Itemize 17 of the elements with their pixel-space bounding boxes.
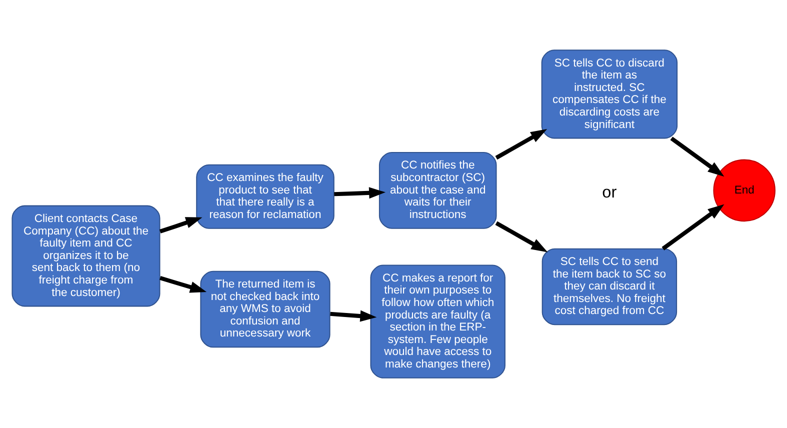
node-circle: End [713, 159, 776, 222]
arrow [670, 136, 724, 177]
arrow [330, 310, 377, 322]
arrow [495, 221, 548, 252]
node-box: CC makes a report for their own purposes to follow how often which products are faulty (a section in the ERP-system. Few people would have access to make changes there) [370, 264, 506, 378]
arrow [160, 276, 207, 293]
label: or [602, 183, 617, 202]
node-box: The returned item is not checked back into any WMS to avoid confusion and unnecessary work [200, 270, 330, 348]
node-box: CC notifies the subcontractor (SC) about the case and waits for their instructions [378, 152, 497, 229]
arrow [334, 187, 386, 199]
arrow [662, 204, 724, 250]
node-box: SC tells CC to discard the item as instructed. SC compensates CC if the discarding costs are significant [541, 50, 678, 139]
node-box: SC tells CC to send the item back to SC so they can discard it themselves. No freight cost charged from CC [542, 248, 678, 326]
arrow [159, 217, 202, 234]
node-box: CC examines the faulty product to see that that there really is a reason for reclamation [196, 164, 334, 229]
node-box: Client contacts Case Company (CC) about the faulty item and CC organizes it to be sent back to them (no freight charge from the customer) [12, 205, 160, 307]
arrow [495, 128, 548, 160]
